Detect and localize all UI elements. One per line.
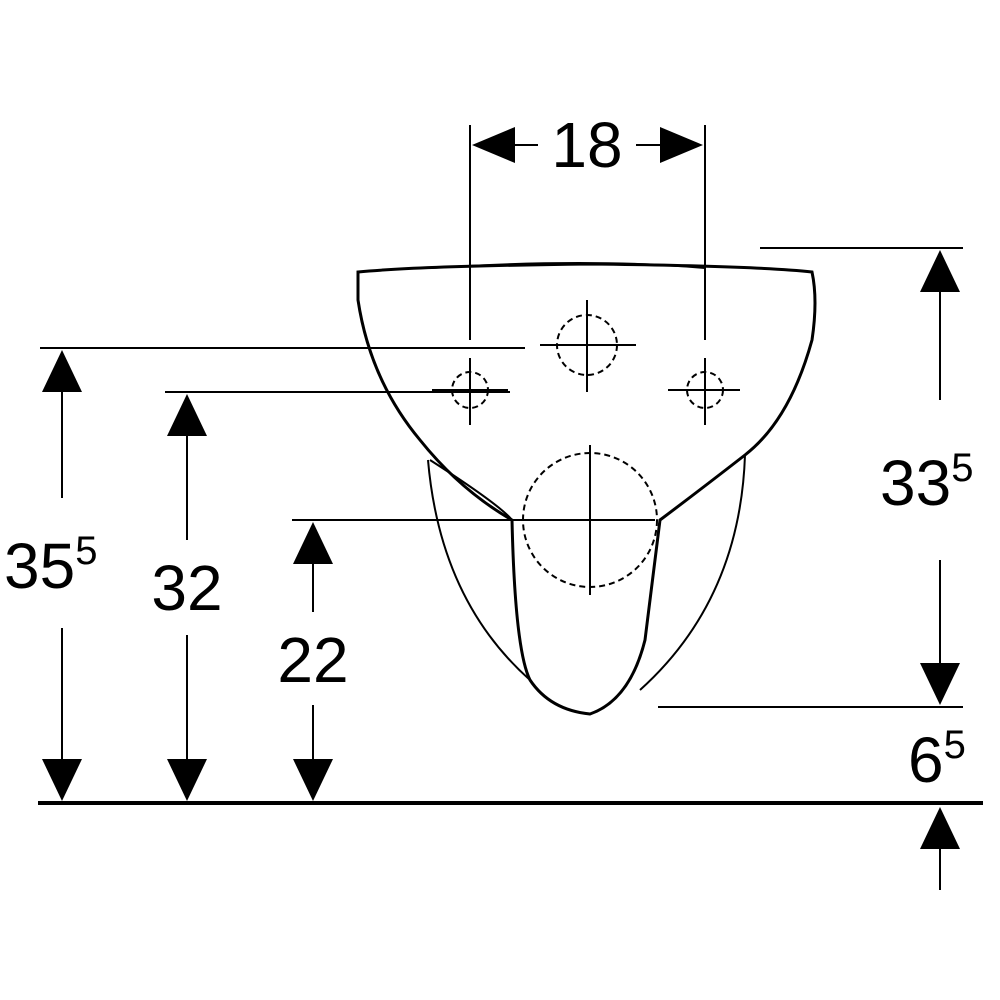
dimension-label: 22 — [277, 624, 348, 696]
dimension-35-5: 355 — [4, 347, 525, 801]
dimension-label: 32 — [151, 552, 222, 624]
dimension-32: 32 — [151, 391, 510, 801]
right-bolt-hole — [668, 358, 740, 425]
dimension-22: 22 — [277, 519, 512, 801]
dimension-label: 335 — [880, 446, 973, 519]
dimension-18: 18 — [469, 109, 706, 340]
dimension-label: 355 — [4, 529, 97, 602]
dimension-33-5: 335 — [658, 247, 973, 708]
dimension-6-5: 65 — [908, 723, 966, 890]
outlet-hole — [510, 445, 658, 595]
dimension-label: 18 — [551, 109, 622, 181]
dimension-label: 65 — [908, 723, 966, 796]
top-center-hole — [540, 300, 636, 392]
